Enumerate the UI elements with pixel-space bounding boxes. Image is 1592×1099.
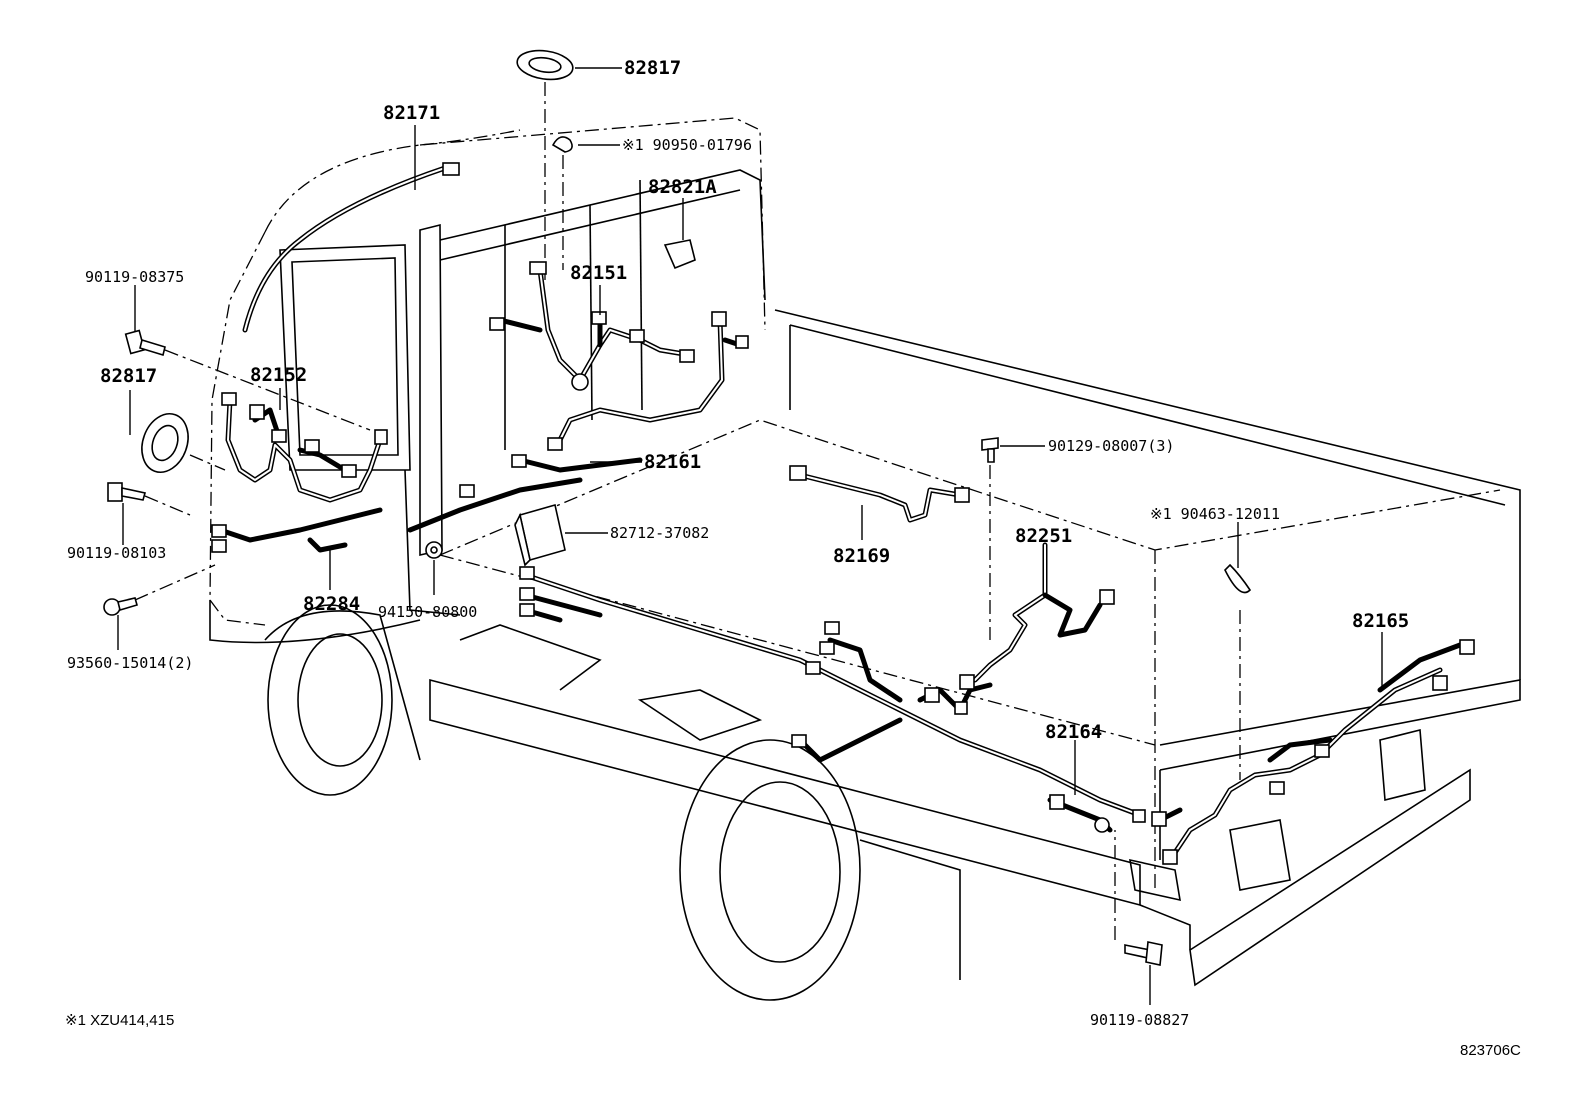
- label-82817-top: 82817: [624, 57, 681, 79]
- relay-82821A: [663, 198, 696, 270]
- label-90463-12011: ※1 90463-12011: [1150, 505, 1280, 523]
- label-90119-08827: 90119-08827: [1090, 1011, 1189, 1029]
- label-90950-01796: ※1 90950-01796: [622, 136, 752, 154]
- label-82161: 82161: [644, 451, 701, 473]
- rear-wheel: [679, 739, 961, 1001]
- screw-93560-15014: [103, 564, 216, 650]
- clamp-90463-12011: [1224, 522, 1252, 780]
- harness-82161: [407, 311, 749, 533]
- label-82284: 82284: [303, 593, 360, 615]
- label-82169: 82169: [833, 545, 890, 567]
- label-82151: 82151: [570, 262, 627, 284]
- harness-82284: [307, 537, 348, 590]
- harness-82152: [211, 388, 388, 553]
- nut-94150-80800: [425, 541, 443, 595]
- label-93560-15014: 93560-15014(2): [67, 654, 193, 672]
- label-82165: 82165: [1352, 610, 1409, 632]
- harness-82151: [489, 261, 695, 391]
- label-82712-37082: 82712-37082: [610, 524, 709, 542]
- harness-82165: [1151, 632, 1475, 865]
- figure-id: 823706C: [1460, 1042, 1521, 1059]
- chassis-frame: [429, 624, 1471, 987]
- bolt-90129-08007: [981, 437, 1045, 640]
- label-82251: 82251: [1015, 525, 1072, 547]
- label-82821A: 82821A: [648, 176, 717, 198]
- label-82817-left: 82817: [100, 365, 157, 387]
- ecu-82712-37082: [514, 503, 608, 567]
- harness-82251: [972, 542, 1115, 683]
- label-82152: 82152: [250, 364, 307, 386]
- label-90119-08103: 90119-08103: [67, 544, 166, 562]
- label-82164: 82164: [1045, 721, 1102, 743]
- label-82171: 82171: [383, 102, 440, 124]
- label-94150-80800: 94150-80800: [378, 603, 477, 621]
- harness-82164: [519, 566, 1146, 833]
- bolt-90119-08375: [124, 285, 371, 431]
- label-90119-08375: 90119-08375: [85, 268, 184, 286]
- bolt-90119-08827: [1114, 830, 1163, 1005]
- clip-90950: [551, 136, 620, 270]
- harness-82171: [242, 125, 460, 333]
- footnote: ※1 XZU414,415: [65, 1012, 174, 1029]
- grommet-82817-top: [516, 49, 622, 280]
- label-90129-08007: 90129-08007(3): [1048, 437, 1174, 455]
- front-wheel: [264, 604, 421, 796]
- grommet-82817-left: [129, 390, 226, 473]
- harness-82169: [789, 465, 970, 540]
- cargo-bed: [439, 309, 1521, 902]
- bolt-90119-08103: [107, 482, 191, 545]
